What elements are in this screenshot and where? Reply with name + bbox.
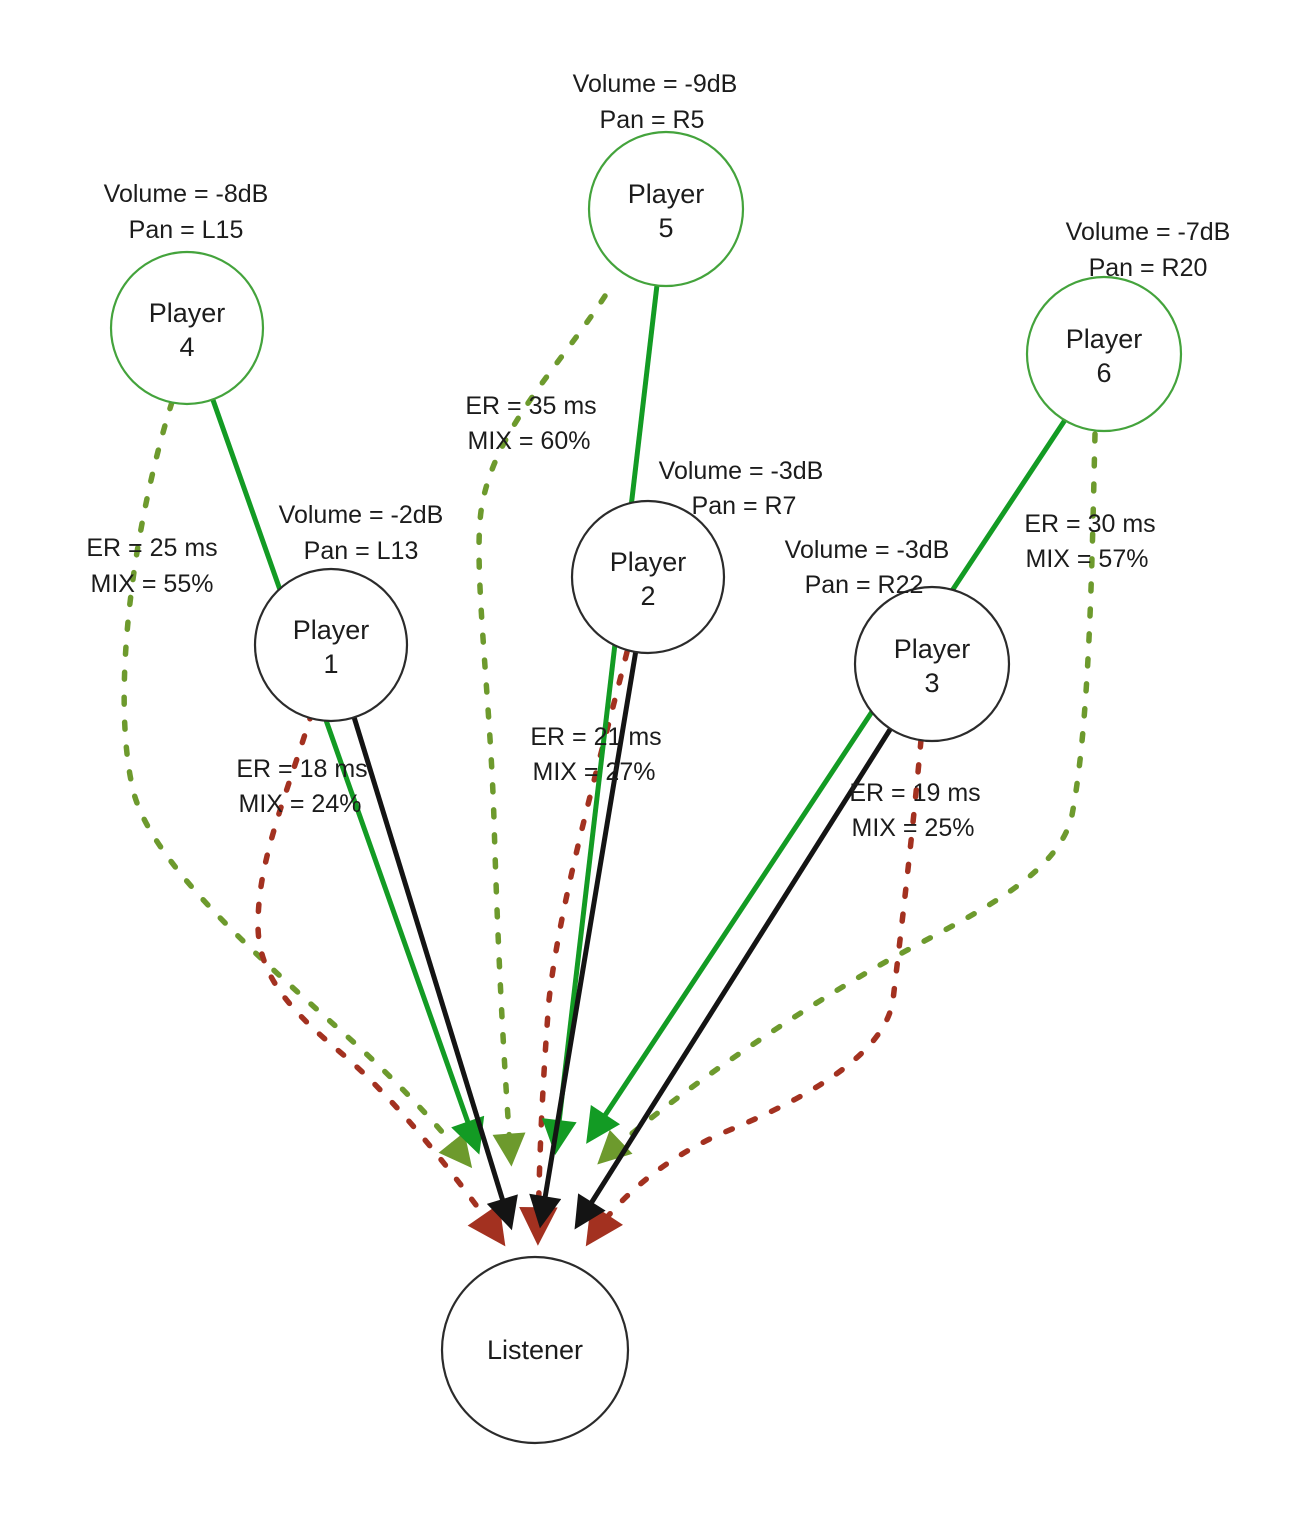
player-1-er-label: ER = 18 ms [236, 755, 367, 783]
player-5-label: Player [628, 179, 705, 209]
solid-black-arrow-player1-to-listener [351, 716, 518, 1231]
player-1-volume-label: Volume = -2dB [279, 501, 444, 529]
player-1-label: Player [293, 615, 370, 645]
player-2-volume-label: Volume = -3dB [659, 457, 824, 485]
player-6-label: Player [1066, 324, 1143, 354]
solid-black-arrow-player3-to-listener [574, 726, 894, 1230]
dashed-olive-arrow-player4-to-listener [121, 399, 473, 1169]
player-4-label: Player [149, 298, 226, 328]
player-1-node [253, 567, 409, 723]
player-3-er-label: ER = 19 ms [849, 779, 980, 807]
player-6-volume-label: Volume = -7dB [1066, 218, 1231, 246]
player-6-er-label: ER = 30 ms [1024, 510, 1155, 538]
player-5-node [587, 130, 745, 288]
player-3-mix-label: MIX = 25% [852, 814, 975, 842]
solid-black-arrow-player2-to-listener [529, 649, 639, 1229]
player-2-number: 2 [640, 581, 655, 611]
player-6-pan-label: Pan = R20 [1089, 254, 1208, 282]
player-6-node [1025, 275, 1183, 433]
player-5-er-label: ER = 35 ms [465, 392, 596, 420]
player-6-number: 6 [1096, 358, 1111, 388]
player-6-mix-label: MIX = 57% [1026, 545, 1149, 573]
dashed-olive-arrow-player5-to-listener [476, 293, 608, 1167]
player-4-volume-label: Volume = -8dB [104, 180, 269, 208]
player-1-number: 1 [323, 649, 338, 679]
solid-green-arrow-player6-to-listener [586, 418, 1068, 1144]
player-3-node [853, 585, 1011, 743]
player-3-label: Player [894, 634, 971, 664]
player-1-mix-label: MIX = 24% [239, 790, 362, 818]
dashed-red-arrow-player1-to-listener [255, 709, 506, 1247]
dashed-olive-arrow-player6-to-listener [597, 431, 1098, 1165]
player-4-mix-label: MIX = 55% [91, 570, 214, 598]
player-5-number: 5 [658, 213, 673, 243]
player-2-pan-label: Pan = R7 [692, 492, 797, 520]
player-5-mix-label: MIX = 60% [468, 427, 591, 455]
player-1-pan-label: Pan = L13 [304, 537, 419, 565]
solid-green-arrow-player4-to-listener [210, 399, 485, 1155]
player-2-label: Player [610, 547, 687, 577]
solid-green-arrow-player5-to-listener [541, 284, 660, 1155]
player-3-pan-label: Pan = R22 [805, 571, 924, 599]
player-2-er-label: ER = 21 ms [530, 723, 661, 751]
player-2-mix-label: MIX = 27% [533, 758, 656, 786]
listener-node [440, 1255, 630, 1445]
player-4-er-label: ER = 25 ms [86, 534, 217, 562]
player-3-number: 3 [924, 668, 939, 698]
player-5-volume-label: Volume = -9dB [573, 70, 738, 98]
player-2-node [570, 499, 726, 655]
listener-label: Listener [487, 1335, 583, 1365]
player-5-pan-label: Pan = R5 [600, 106, 705, 134]
player-3-volume-label: Volume = -3dB [785, 536, 950, 564]
player-4-number: 4 [179, 332, 194, 362]
player-4-pan-label: Pan = L15 [129, 216, 244, 244]
player-4-node [109, 250, 265, 406]
